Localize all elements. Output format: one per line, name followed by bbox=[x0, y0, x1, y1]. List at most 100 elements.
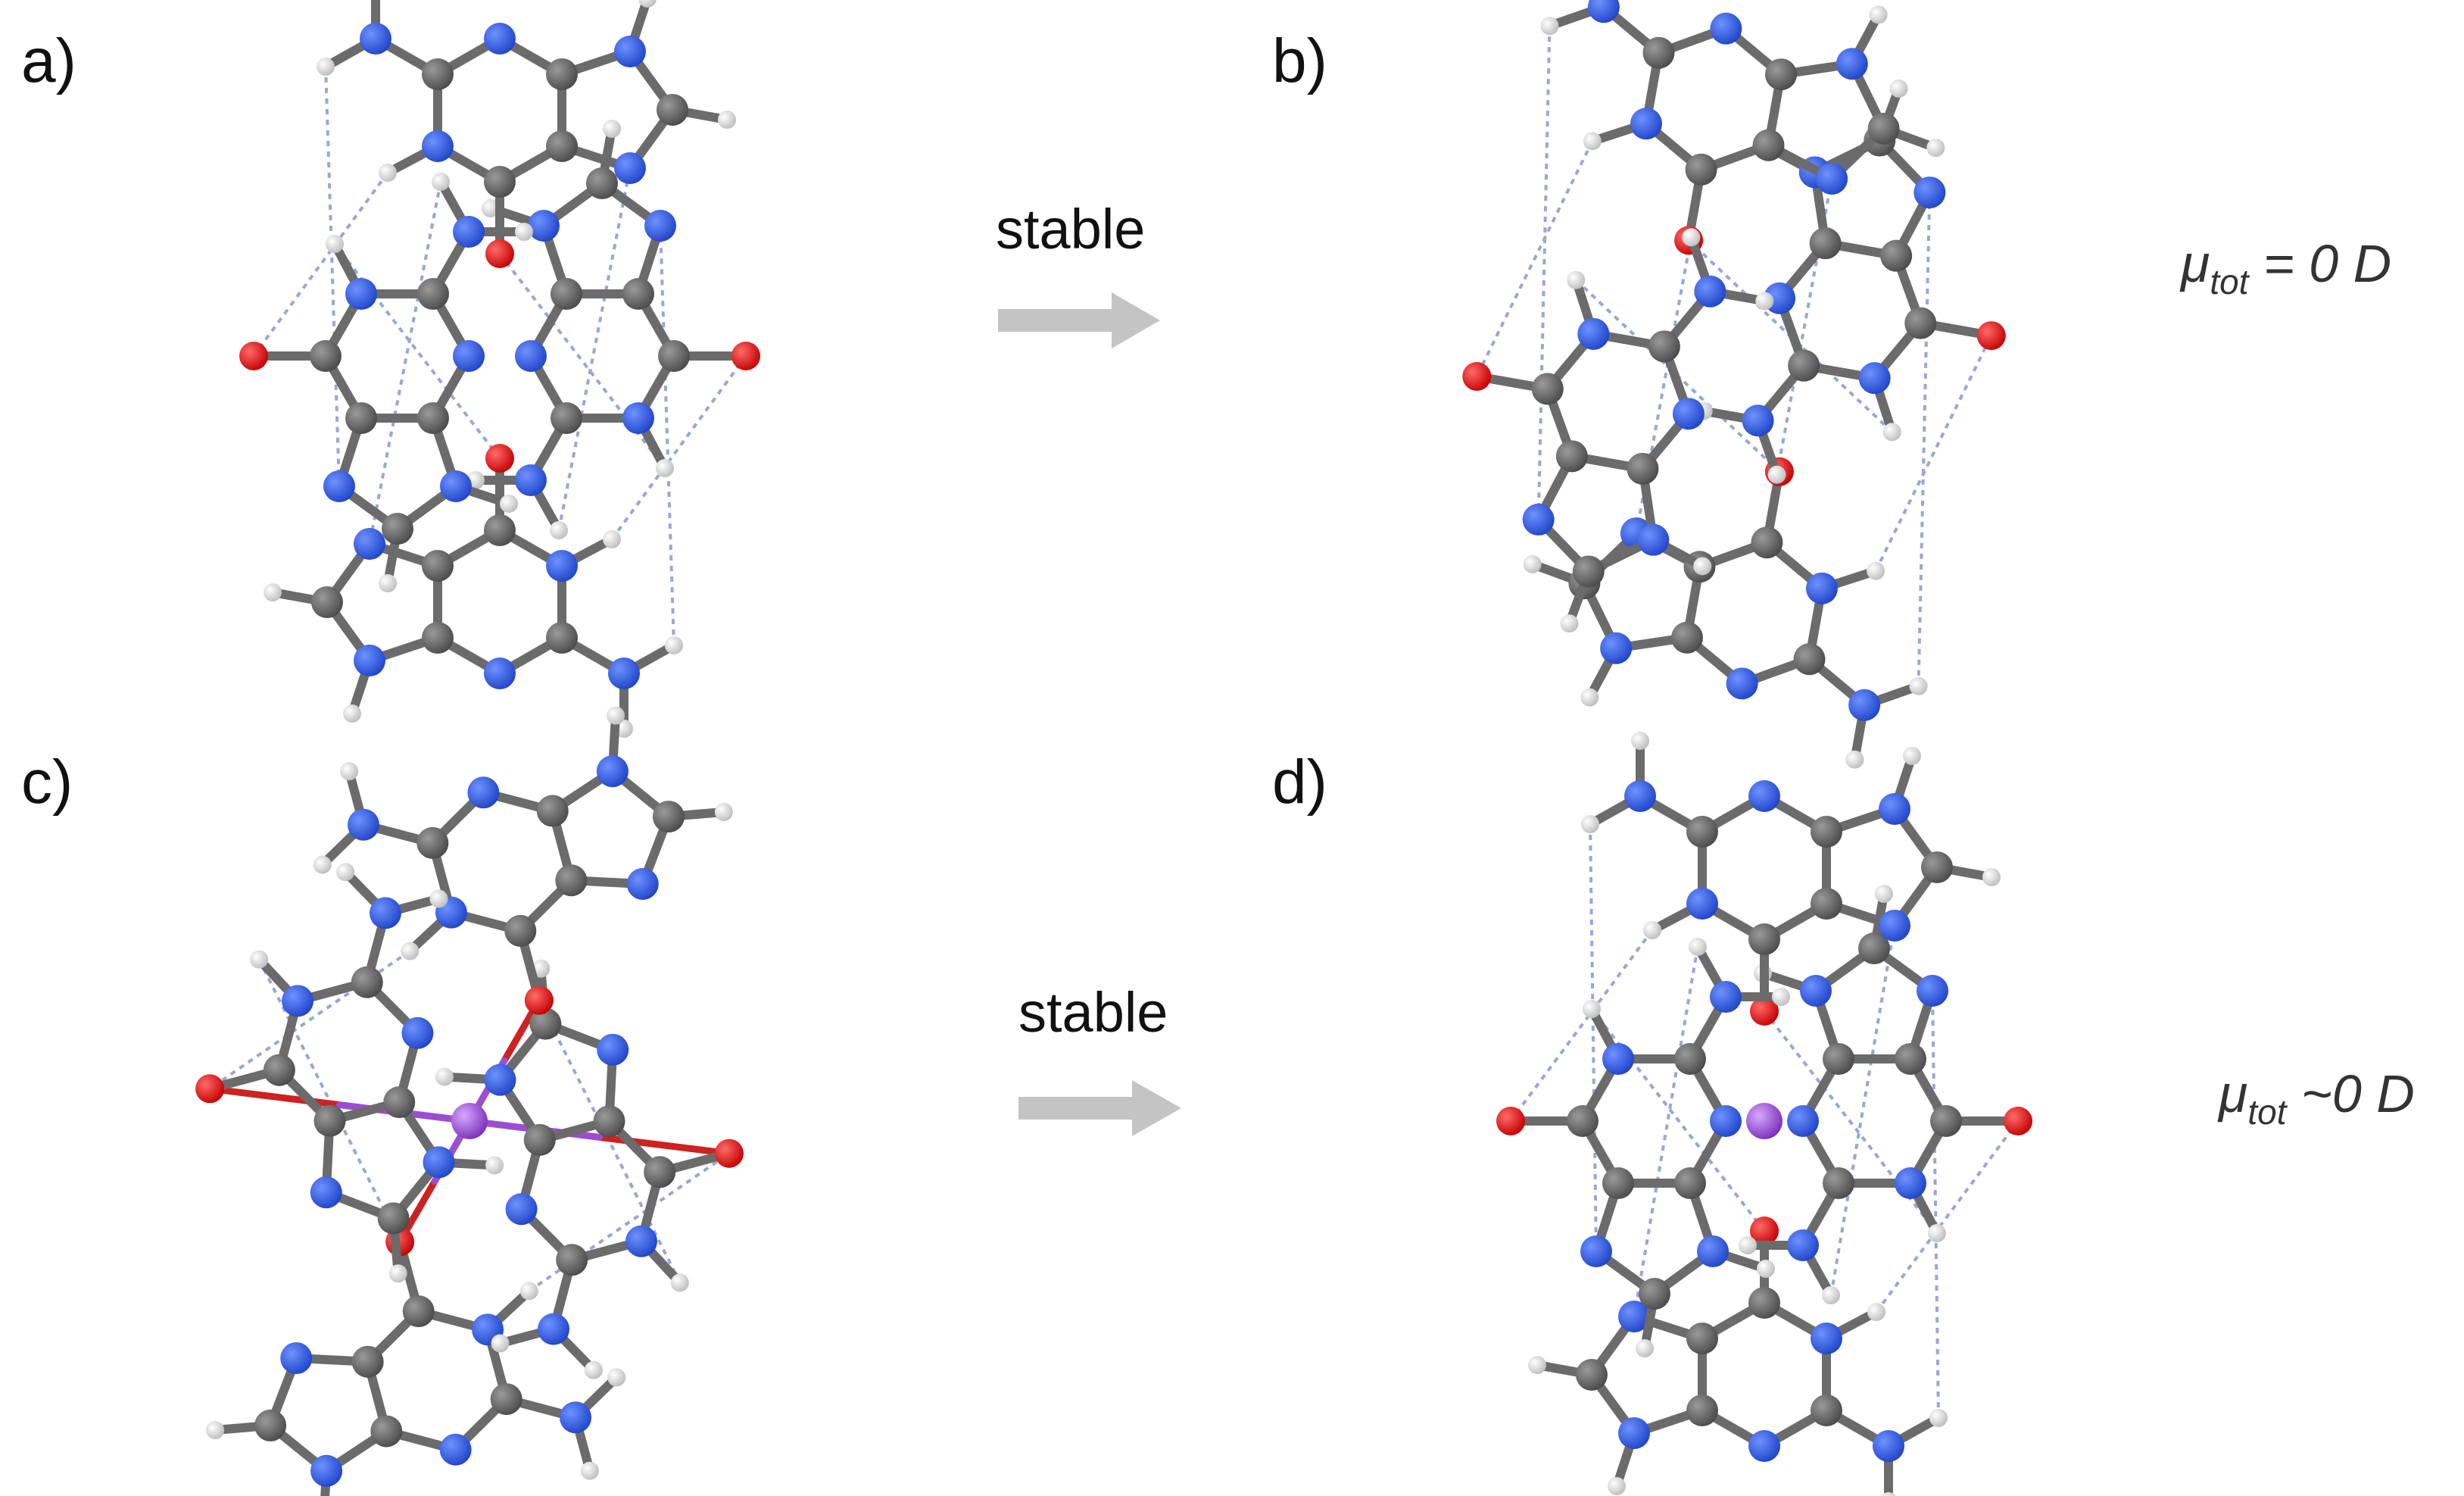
atom-c bbox=[311, 586, 343, 618]
atom-c bbox=[1627, 452, 1659, 485]
dipole-value-d: ~0 D bbox=[2287, 1064, 2415, 1123]
atom-h bbox=[1528, 1356, 1546, 1374]
atom-h bbox=[1881, 1492, 1896, 1496]
atom-c bbox=[351, 1345, 384, 1378]
atom-n bbox=[614, 36, 646, 67]
atom-h bbox=[388, 1264, 407, 1283]
atom-h bbox=[1926, 139, 1945, 158]
atom-n bbox=[644, 210, 676, 242]
atom-h bbox=[1583, 132, 1602, 151]
atom-c bbox=[556, 1244, 588, 1276]
atom-h bbox=[432, 173, 450, 191]
atom-o bbox=[524, 985, 554, 1015]
atom-n bbox=[467, 776, 500, 809]
atom-h bbox=[603, 530, 621, 548]
atom-c bbox=[1685, 153, 1717, 186]
atom-h bbox=[656, 459, 674, 477]
atom-c bbox=[1880, 239, 1913, 272]
atom-c bbox=[310, 340, 342, 372]
atom-c bbox=[1895, 1043, 1926, 1075]
atom-c bbox=[1686, 1323, 1718, 1354]
guanine-molecule bbox=[317, 0, 736, 268]
atom-c bbox=[1576, 1359, 1608, 1391]
molecule-panel-c bbox=[195, 706, 744, 1496]
atom-h bbox=[1757, 1260, 1775, 1278]
atom-o bbox=[239, 342, 268, 370]
atom-n bbox=[1811, 1323, 1842, 1354]
atom-n bbox=[354, 645, 385, 676]
atom-c bbox=[416, 826, 449, 859]
atom-c bbox=[555, 864, 588, 897]
arrow-bottom: stable bbox=[1018, 981, 1181, 1136]
atom-h bbox=[1523, 554, 1542, 573]
atom-n bbox=[1726, 667, 1758, 700]
atom-n bbox=[323, 470, 355, 502]
molecule-panel-d bbox=[1496, 732, 2032, 1496]
dipole-subscript-b: tot bbox=[2210, 262, 2250, 301]
atom-h bbox=[1567, 270, 1586, 289]
dipole-subscript-d: tot bbox=[2247, 1092, 2288, 1132]
atom-n bbox=[608, 657, 640, 689]
atom-c bbox=[1904, 307, 1937, 339]
atom-n bbox=[1748, 780, 1780, 812]
atom-c bbox=[1748, 1287, 1780, 1319]
atom-o bbox=[2004, 1107, 2032, 1135]
atom-h bbox=[1929, 1409, 1948, 1427]
atom-n bbox=[538, 1313, 570, 1345]
atom-c bbox=[1765, 58, 1798, 91]
atom-c bbox=[1788, 349, 1820, 382]
atom-n bbox=[1917, 975, 1948, 1007]
atom-o bbox=[731, 342, 760, 370]
hydrogen-bond-line bbox=[324, 66, 341, 487]
atom-h bbox=[1583, 1000, 1601, 1018]
guanine-molecule bbox=[1496, 938, 1790, 1357]
atom-n bbox=[440, 470, 472, 502]
guanine-molecule bbox=[206, 1227, 626, 1496]
atom-c bbox=[1555, 440, 1588, 473]
atom-n bbox=[369, 897, 401, 929]
hydrogen-bond-line bbox=[1874, 335, 1993, 572]
hydrogen-bond-line bbox=[528, 1152, 731, 1293]
atom-n bbox=[1710, 1105, 1742, 1137]
atom-h bbox=[1739, 1236, 1757, 1254]
atom-h bbox=[1581, 815, 1599, 833]
dipole-symbol-d: μ bbox=[2217, 1064, 2247, 1123]
atom-n bbox=[1742, 404, 1774, 437]
atom-n bbox=[347, 808, 379, 841]
atom-c bbox=[644, 1156, 676, 1188]
atom-h bbox=[1772, 988, 1790, 1006]
atom-h bbox=[264, 583, 282, 601]
atom-h bbox=[1982, 868, 2001, 886]
atom-n bbox=[1895, 1167, 1926, 1199]
atom-n bbox=[1879, 793, 1910, 825]
atom-h bbox=[1882, 423, 1901, 442]
atom-n bbox=[1710, 981, 1742, 1013]
guanine-molecule bbox=[239, 173, 533, 592]
hydrogen-bond-line bbox=[1509, 929, 1654, 1123]
hydrogen-bond-line bbox=[1633, 946, 1699, 1317]
atom-h bbox=[718, 111, 736, 129]
atom-n bbox=[310, 1176, 342, 1209]
atom-h bbox=[1767, 465, 1786, 484]
atom-n bbox=[484, 657, 516, 689]
guanine-molecule bbox=[1581, 732, 2001, 1026]
hydrogen-bonds bbox=[208, 949, 731, 1293]
atom-h bbox=[1867, 561, 1885, 580]
guanine-molecule bbox=[466, 120, 760, 539]
atom-n bbox=[310, 1454, 343, 1487]
atom-c bbox=[1602, 1167, 1634, 1199]
atom-c bbox=[1748, 923, 1780, 955]
panel-label-a: a) bbox=[21, 27, 76, 95]
guanine-molecule bbox=[1694, 79, 2006, 484]
atom-n bbox=[1787, 1105, 1819, 1137]
atom-c bbox=[1567, 1105, 1598, 1137]
atom-n bbox=[560, 1401, 592, 1434]
atom-h bbox=[1689, 938, 1707, 956]
atom-c bbox=[658, 340, 690, 372]
panel-label-c: c) bbox=[21, 748, 73, 817]
hydrogen-bond-line bbox=[1875, 1120, 2020, 1313]
atom-o bbox=[1976, 321, 2006, 351]
atom-h bbox=[638, 0, 657, 8]
atom-n bbox=[528, 210, 560, 242]
atom-h bbox=[336, 863, 355, 882]
